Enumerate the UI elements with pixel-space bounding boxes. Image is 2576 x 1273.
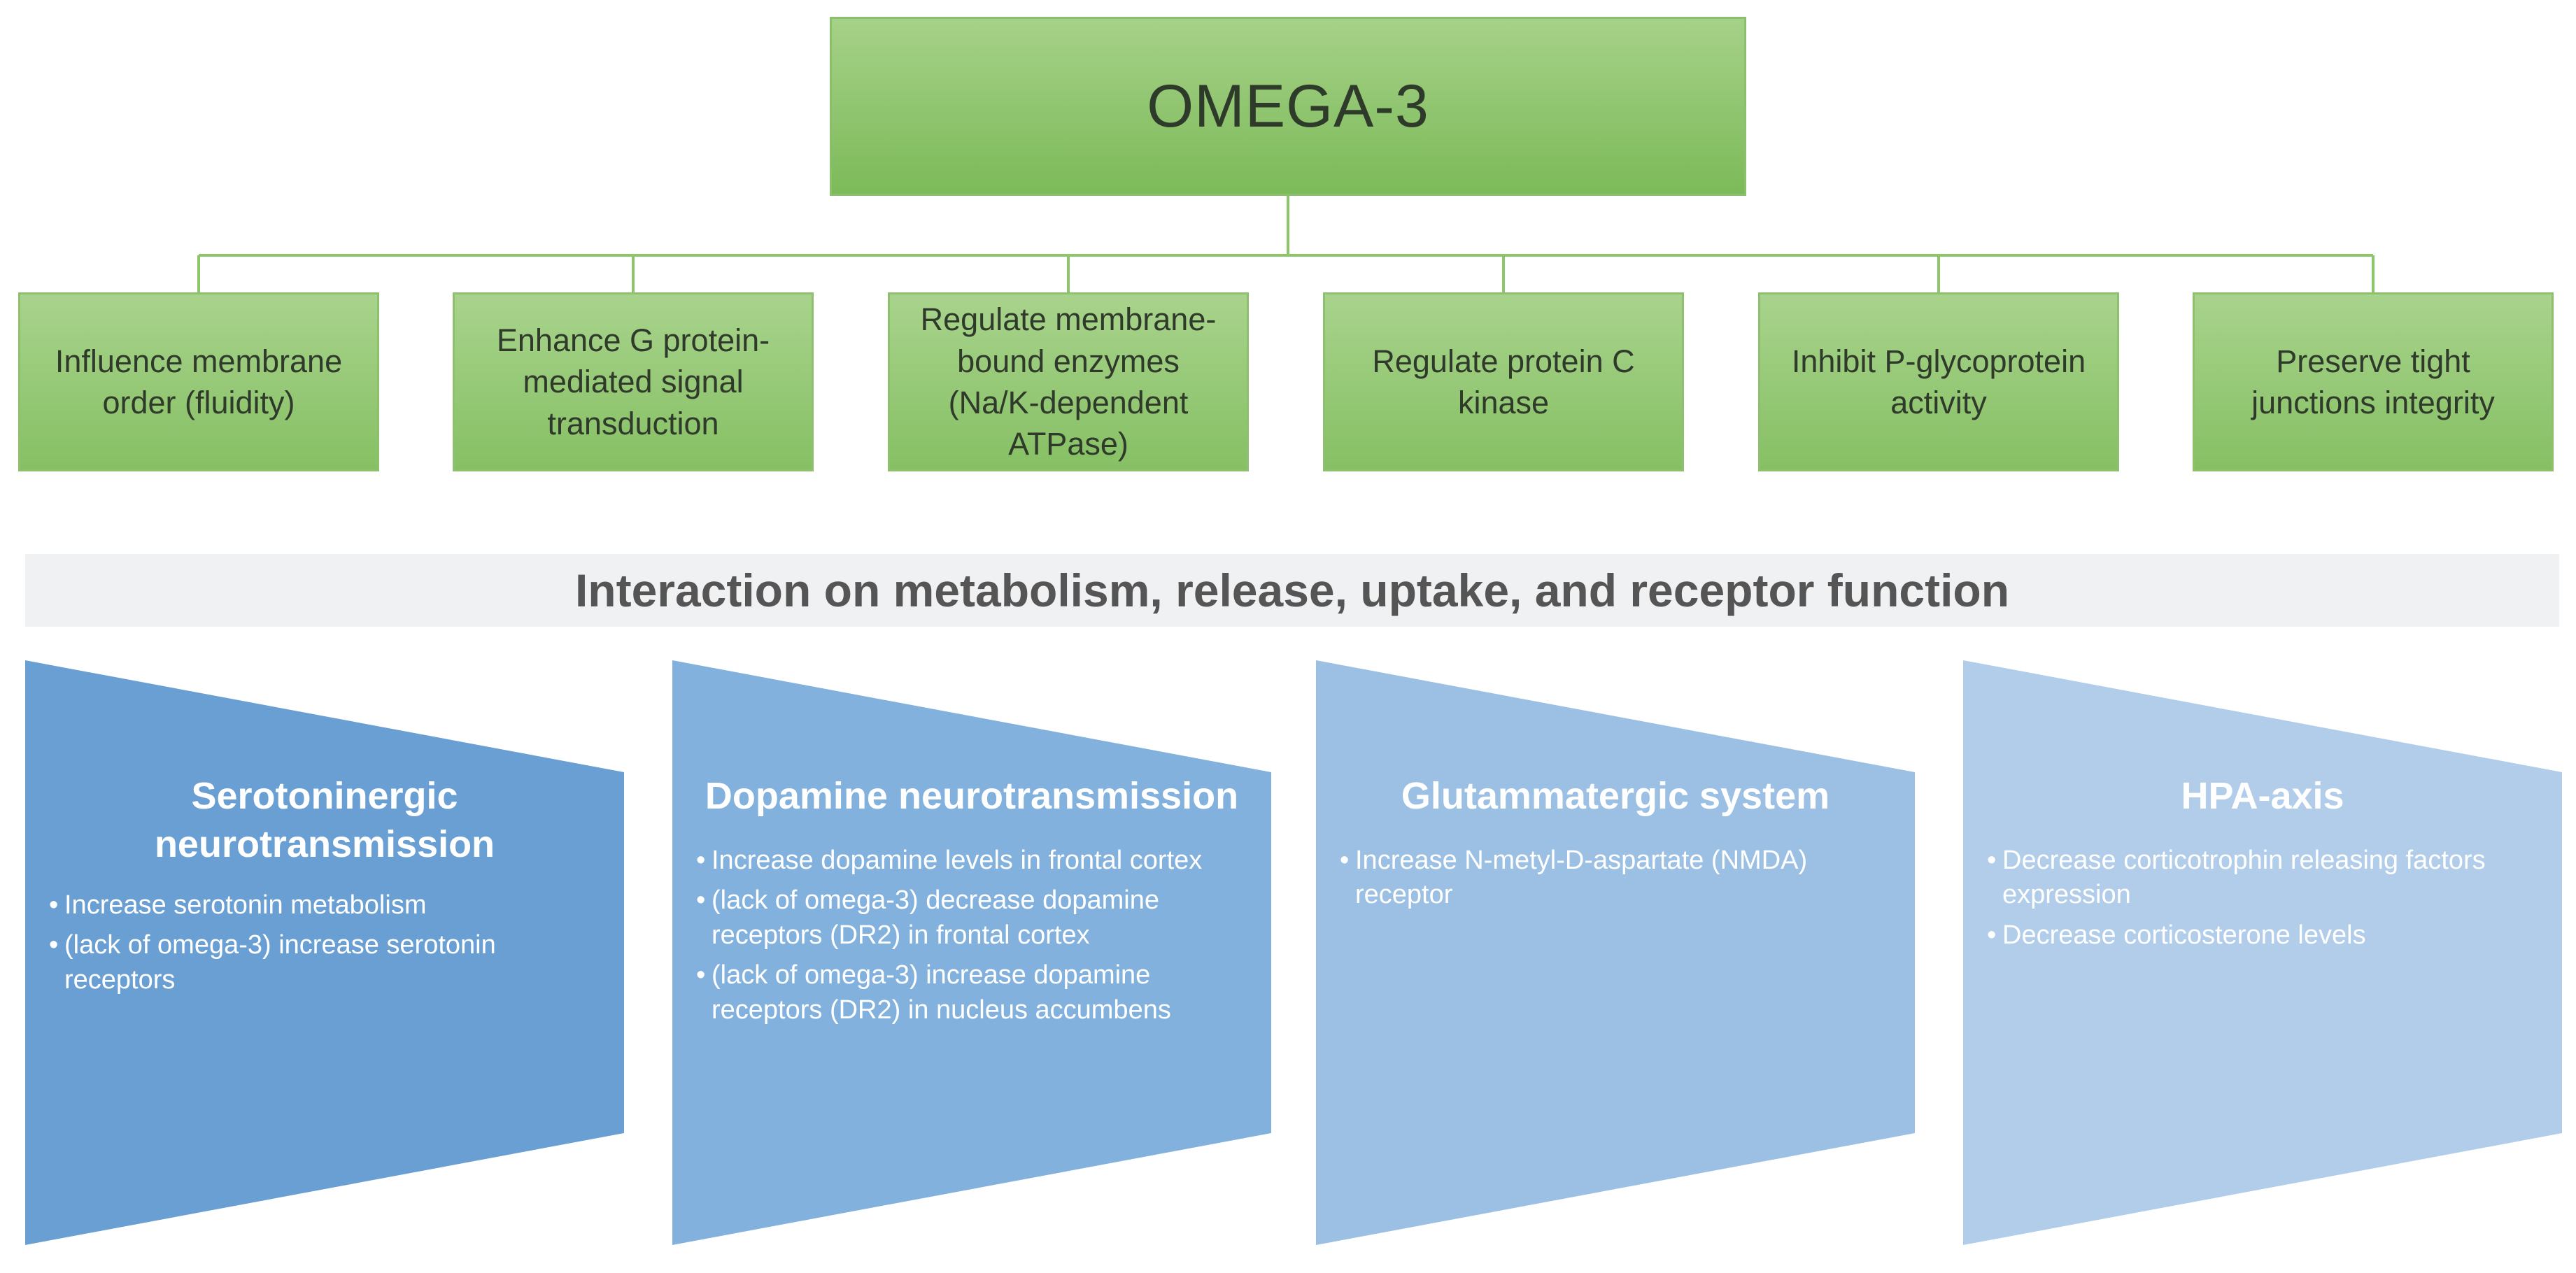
panel-dopamine: Dopamine neurotransmission Increase dopa…	[672, 660, 1271, 1245]
panel-bullet-list: Increase dopamine levels in frontal cort…	[696, 844, 1242, 1033]
bullet-item: Increase serotonin metabolism	[49, 888, 595, 923]
bullet-item: (lack of omega-3) increase dopamine rece…	[696, 958, 1242, 1027]
panel-trapezoid-shape	[1316, 660, 1915, 1245]
mechanism-label: Inhibit P-glycoprotein activity	[1791, 343, 2086, 420]
mechanism-box-membrane-enzymes: Regulate membrane-bound enzymes (Na/K-de…	[888, 292, 1249, 471]
panel-title: Serotoninergic neurotransmission	[154, 775, 495, 866]
panel-hpa-axis: HPA-axis Decrease corticotrophin releasi…	[1963, 660, 2562, 1245]
mechanism-box-protein-c-kinase: Regulate protein C kinase	[1323, 292, 1684, 471]
bullet-item: Decrease corticosterone levels	[1987, 918, 2533, 953]
mechanism-label: Regulate protein C kinase	[1372, 343, 1635, 420]
panel-title: Glutammatergic system	[1401, 775, 1830, 817]
mechanism-box-tight-junctions: Preserve tight junctions integrity	[2193, 292, 2554, 471]
interaction-banner: Interaction on metabolism, release, upta…	[25, 554, 2559, 627]
bullet-item: (lack of omega-3) decrease dopamine rece…	[696, 883, 1242, 953]
bullet-item: Decrease corticotrophin releasing factor…	[1987, 844, 2533, 913]
mechanism-label: Influence membrane order (fluidity)	[55, 343, 343, 420]
bullet-item: Increase dopamine levels in frontal cort…	[696, 844, 1242, 879]
mechanism-label: Enhance G protein-mediated signal transd…	[496, 322, 770, 441]
mechanism-label: Preserve tight junctions integrity	[2251, 343, 2495, 420]
mechanism-box-membrane-order: Influence membrane order (fluidity)	[18, 292, 379, 471]
mechanism-label: Regulate membrane-bound enzymes (Na/K-de…	[920, 301, 1217, 462]
bullet-item: (lack of omega-3) increase serotonin rec…	[49, 928, 595, 997]
banner-title: Interaction on metabolism, release, upta…	[574, 564, 2010, 616]
mechanism-box-g-protein: Enhance G protein-mediated signal transd…	[453, 292, 814, 471]
panel-serotoninergic: Serotoninergic neurotransmission Increas…	[25, 660, 624, 1245]
panel-bullet-list: Decrease corticotrophin releasing factor…	[1987, 844, 2533, 958]
panel-bullet-list: Increase serotonin metabolism (lack of o…	[49, 888, 595, 1003]
bullet-item: Increase N-metyl-D-aspartate (NMDA) rece…	[1340, 844, 1885, 913]
mechanism-box-p-glycoprotein: Inhibit P-glycoprotein activity	[1758, 292, 2119, 471]
panel-bullet-list: Increase N-metyl-D-aspartate (NMDA) rece…	[1340, 844, 1885, 918]
panel-title: Dopamine neurotransmission	[705, 775, 1239, 817]
panel-glutammatergic: Glutammatergic system Increase N-metyl-D…	[1316, 660, 1915, 1245]
root-label: OMEGA-3	[1147, 72, 1429, 140]
panel-title: HPA-axis	[2181, 775, 2344, 817]
omega-3-root-node: OMEGA-3	[830, 17, 1746, 196]
